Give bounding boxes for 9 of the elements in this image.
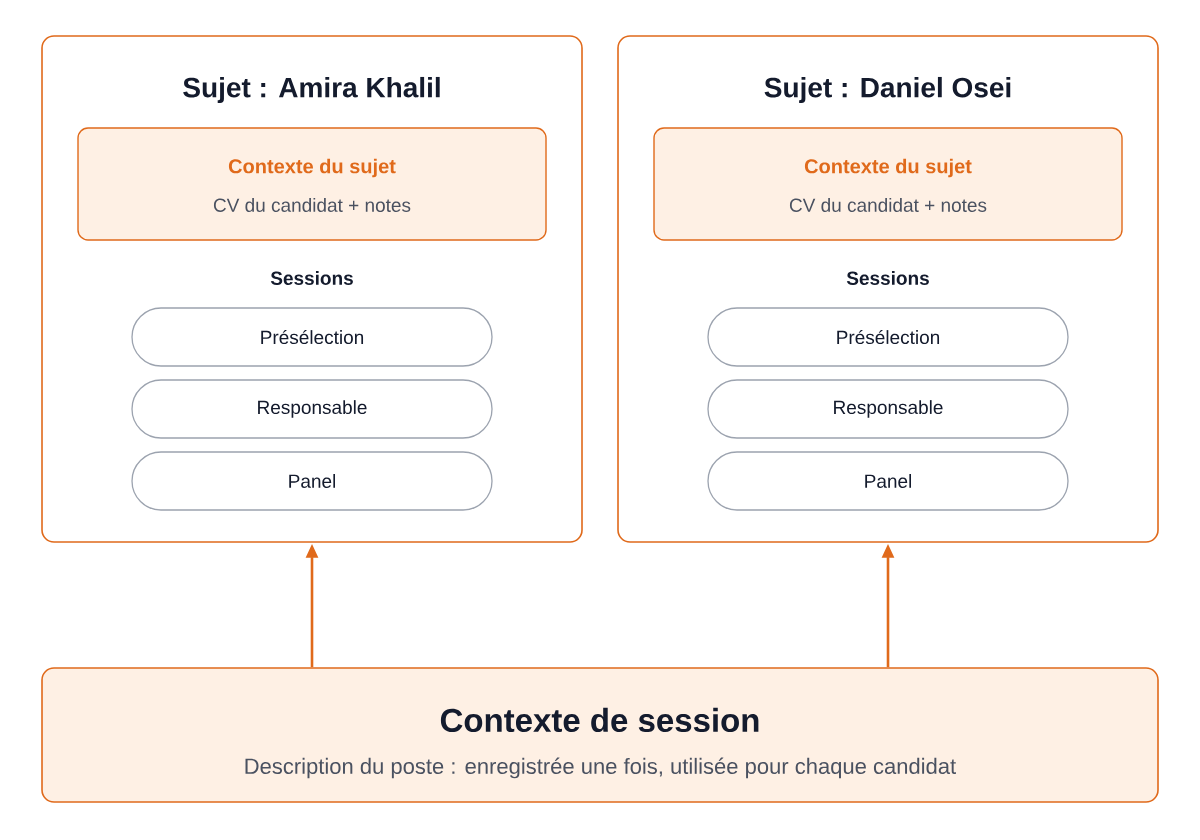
context-box: Contexte du sujet CV du candidat + notes [77,127,547,241]
session-pill: Responsable [707,379,1069,439]
session-pill: Présélection [131,307,493,367]
context-box: Contexte du sujet CV du candidat + notes [653,127,1123,241]
session-context-box: Contexte de session Description du poste : enregistrée une fois, utilisée pour chaque candidat [41,667,1159,803]
session-pill: Panel [131,451,493,511]
session-pill: Panel [707,451,1069,511]
session-pill: Responsable [131,379,493,439]
session-pill: Présélection [707,307,1069,367]
